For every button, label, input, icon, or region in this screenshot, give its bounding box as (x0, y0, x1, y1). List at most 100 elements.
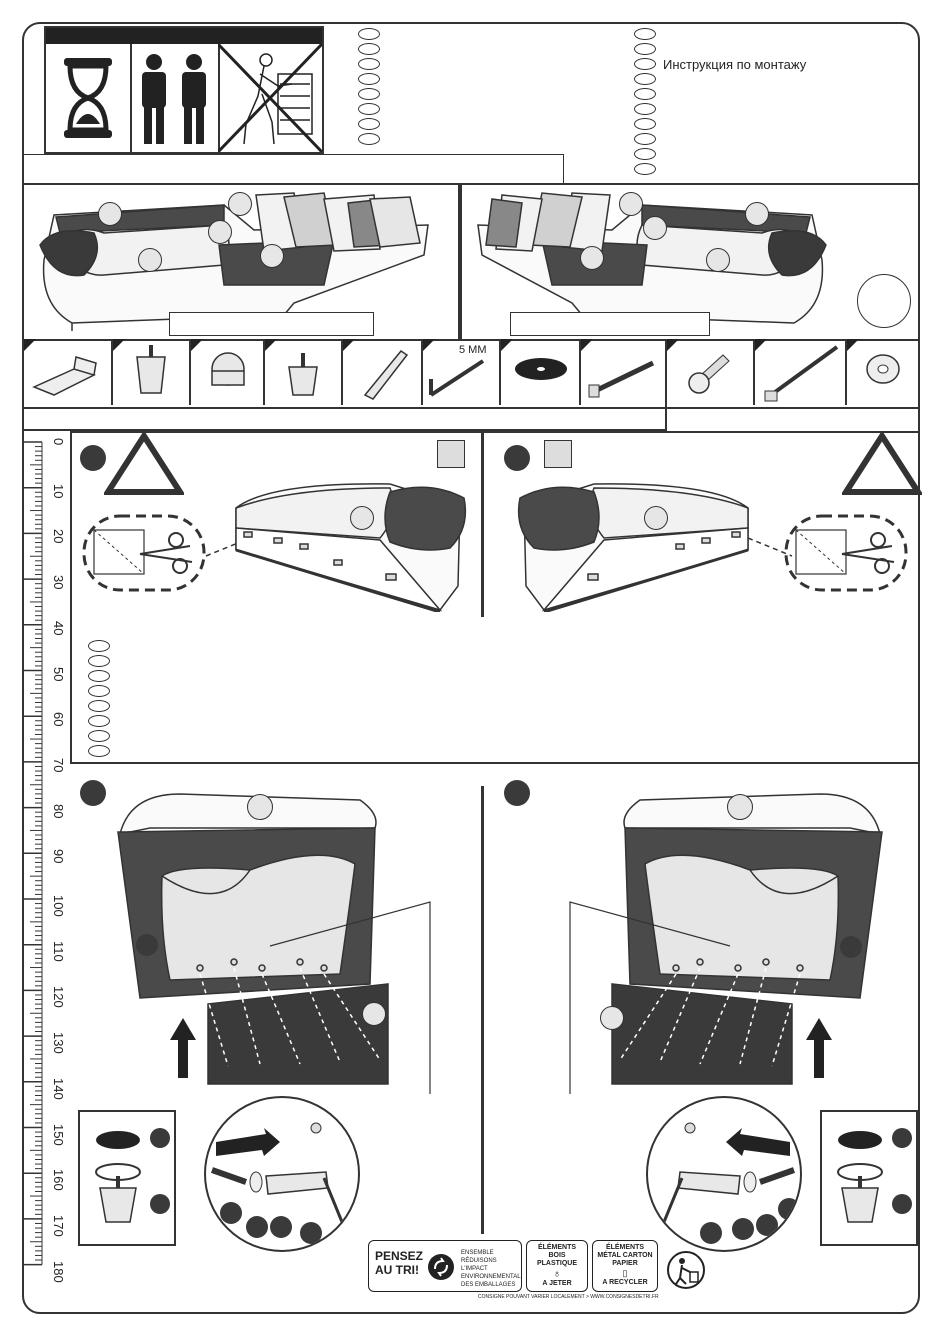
part-allen-key: 5 ММ (423, 339, 501, 405)
metal-title: ÉLÉMENTS MÉTAL CARTON PAPIER (597, 1244, 653, 1267)
a-jeter-text: A JETER (542, 1280, 572, 1287)
ruler-label: 130 (51, 1032, 66, 1054)
ruler-label: 180 (51, 1260, 66, 1283)
pensez-text: PENSEZ (375, 1249, 424, 1263)
part-marker (350, 506, 374, 530)
recycling-footer: PENSEZ AU TRI! ENSEMBLE RÉDUISONS L'IMPA… (368, 1240, 708, 1300)
ruler-label: 140 (51, 1077, 66, 1100)
part-washer-disc (501, 339, 581, 405)
part-marker (138, 248, 162, 272)
part-marker (228, 192, 252, 216)
part-marker-dark (300, 1222, 322, 1244)
part-long-screw (581, 339, 667, 405)
hourglass-icon (46, 44, 132, 152)
part-marker (247, 794, 273, 820)
part-marker (600, 1006, 624, 1030)
leg-detail-left (78, 1110, 176, 1246)
part-marker (208, 220, 232, 244)
step2-divider (481, 786, 484, 1234)
part-marker (643, 216, 667, 240)
ruler-label: 120 (51, 986, 66, 1009)
zoom-detail-right (646, 1096, 802, 1252)
part-bolt (667, 339, 755, 405)
checkbox-marker (544, 440, 572, 468)
ottoman-module-right (514, 478, 754, 614)
ruler-label: 110 (51, 940, 66, 962)
cut-packaging-right (782, 512, 912, 596)
pensez-au-tri-box: PENSEZ AU TRI! ENSEMBLE RÉDUISONS L'IMPA… (368, 1240, 522, 1292)
part-marker-dark (732, 1218, 754, 1240)
part-marker (727, 794, 753, 820)
checkbox-marker (437, 440, 465, 468)
part-leg-short (265, 339, 343, 405)
step1-divider (481, 431, 484, 617)
tidyman-icon (667, 1251, 705, 1289)
ruler-label: 80 (51, 803, 66, 819)
ruler-label: 50 (51, 666, 66, 681)
parts-strip: 5 ММ (22, 339, 920, 431)
zoom-detail-left (204, 1096, 360, 1252)
step-number-marker (80, 780, 106, 806)
environnemental-text: ENVIRONNEMENTAL (461, 1274, 521, 1280)
part-marker-dark (270, 1216, 292, 1238)
part-marker (580, 246, 604, 270)
part-marker (706, 248, 730, 272)
reduisons-text: RÉDUISONS L'IMPACT (461, 1258, 497, 1272)
part-glider (191, 339, 265, 405)
part-marker-dark (892, 1128, 912, 1148)
part-marker-dark (220, 1202, 242, 1224)
part-marker-dark (756, 1214, 778, 1236)
up-arrow-icon (806, 1018, 832, 1078)
part-marker (644, 506, 668, 530)
warning-triangle-icon (104, 432, 184, 495)
part-marker-dark (150, 1128, 170, 1148)
instruction-title: Инструкция по монтажу (663, 57, 807, 72)
ruler-label: 60 (51, 712, 66, 727)
ruler-label: 150 (51, 1123, 66, 1146)
ruler-label: 90 (51, 849, 66, 864)
sofa-left-overview (24, 185, 458, 339)
product-name-bar (24, 154, 564, 184)
step-number-marker (80, 445, 106, 471)
part-marker (745, 202, 769, 226)
emballages-text: DES EMBALLAGES (461, 1282, 516, 1288)
part-marker (98, 202, 122, 226)
part-marker-dark (840, 936, 862, 958)
two-people-icon (130, 44, 220, 152)
left-sofa-label (169, 312, 374, 336)
warning-triangle-icon (842, 432, 922, 495)
no-single-person-icon (216, 42, 324, 154)
part-marker-dark (700, 1222, 722, 1244)
ruler-label: 30 (51, 575, 66, 590)
part-marker (260, 244, 284, 268)
step1-panel (70, 431, 920, 764)
allen-key-size: 5 ММ (459, 344, 487, 356)
leg-detail-right (820, 1110, 918, 1246)
ruler-label: 160 (51, 1169, 66, 1191)
page-number-circle (857, 274, 911, 328)
part-connector (343, 339, 423, 405)
overview-divider (458, 185, 462, 340)
part-marker-dark (150, 1194, 170, 1214)
module-back-left (100, 784, 440, 1144)
recycle-bin-icon: ▯ (622, 1268, 628, 1278)
bois-title: ÉLÉMENTS BOIS PLASTIQUE (536, 1244, 578, 1267)
recycle-arrows-icon (428, 1254, 454, 1280)
part-long-bolt (755, 339, 847, 405)
part-marker-dark (246, 1216, 268, 1238)
measuring-ruler (22, 432, 72, 1272)
ruler-label: 20 (51, 529, 66, 544)
ruler-label: 40 (51, 620, 66, 636)
ruler-label: 100 (51, 895, 66, 917)
part-marker (362, 1002, 386, 1026)
section-divider-top (24, 183, 920, 185)
a-recycler-text: A RECYCLER (602, 1279, 648, 1286)
ruler-label: 170 (51, 1214, 66, 1237)
part-washer (847, 339, 920, 405)
part-marker-dark (778, 1198, 800, 1220)
au-tri-text: AU TRI! (375, 1263, 419, 1277)
part-marker-dark (136, 934, 158, 956)
ensemble-text: ENSEMBLE (461, 1250, 494, 1256)
module-back-right (560, 784, 900, 1144)
part-marker (619, 192, 643, 216)
